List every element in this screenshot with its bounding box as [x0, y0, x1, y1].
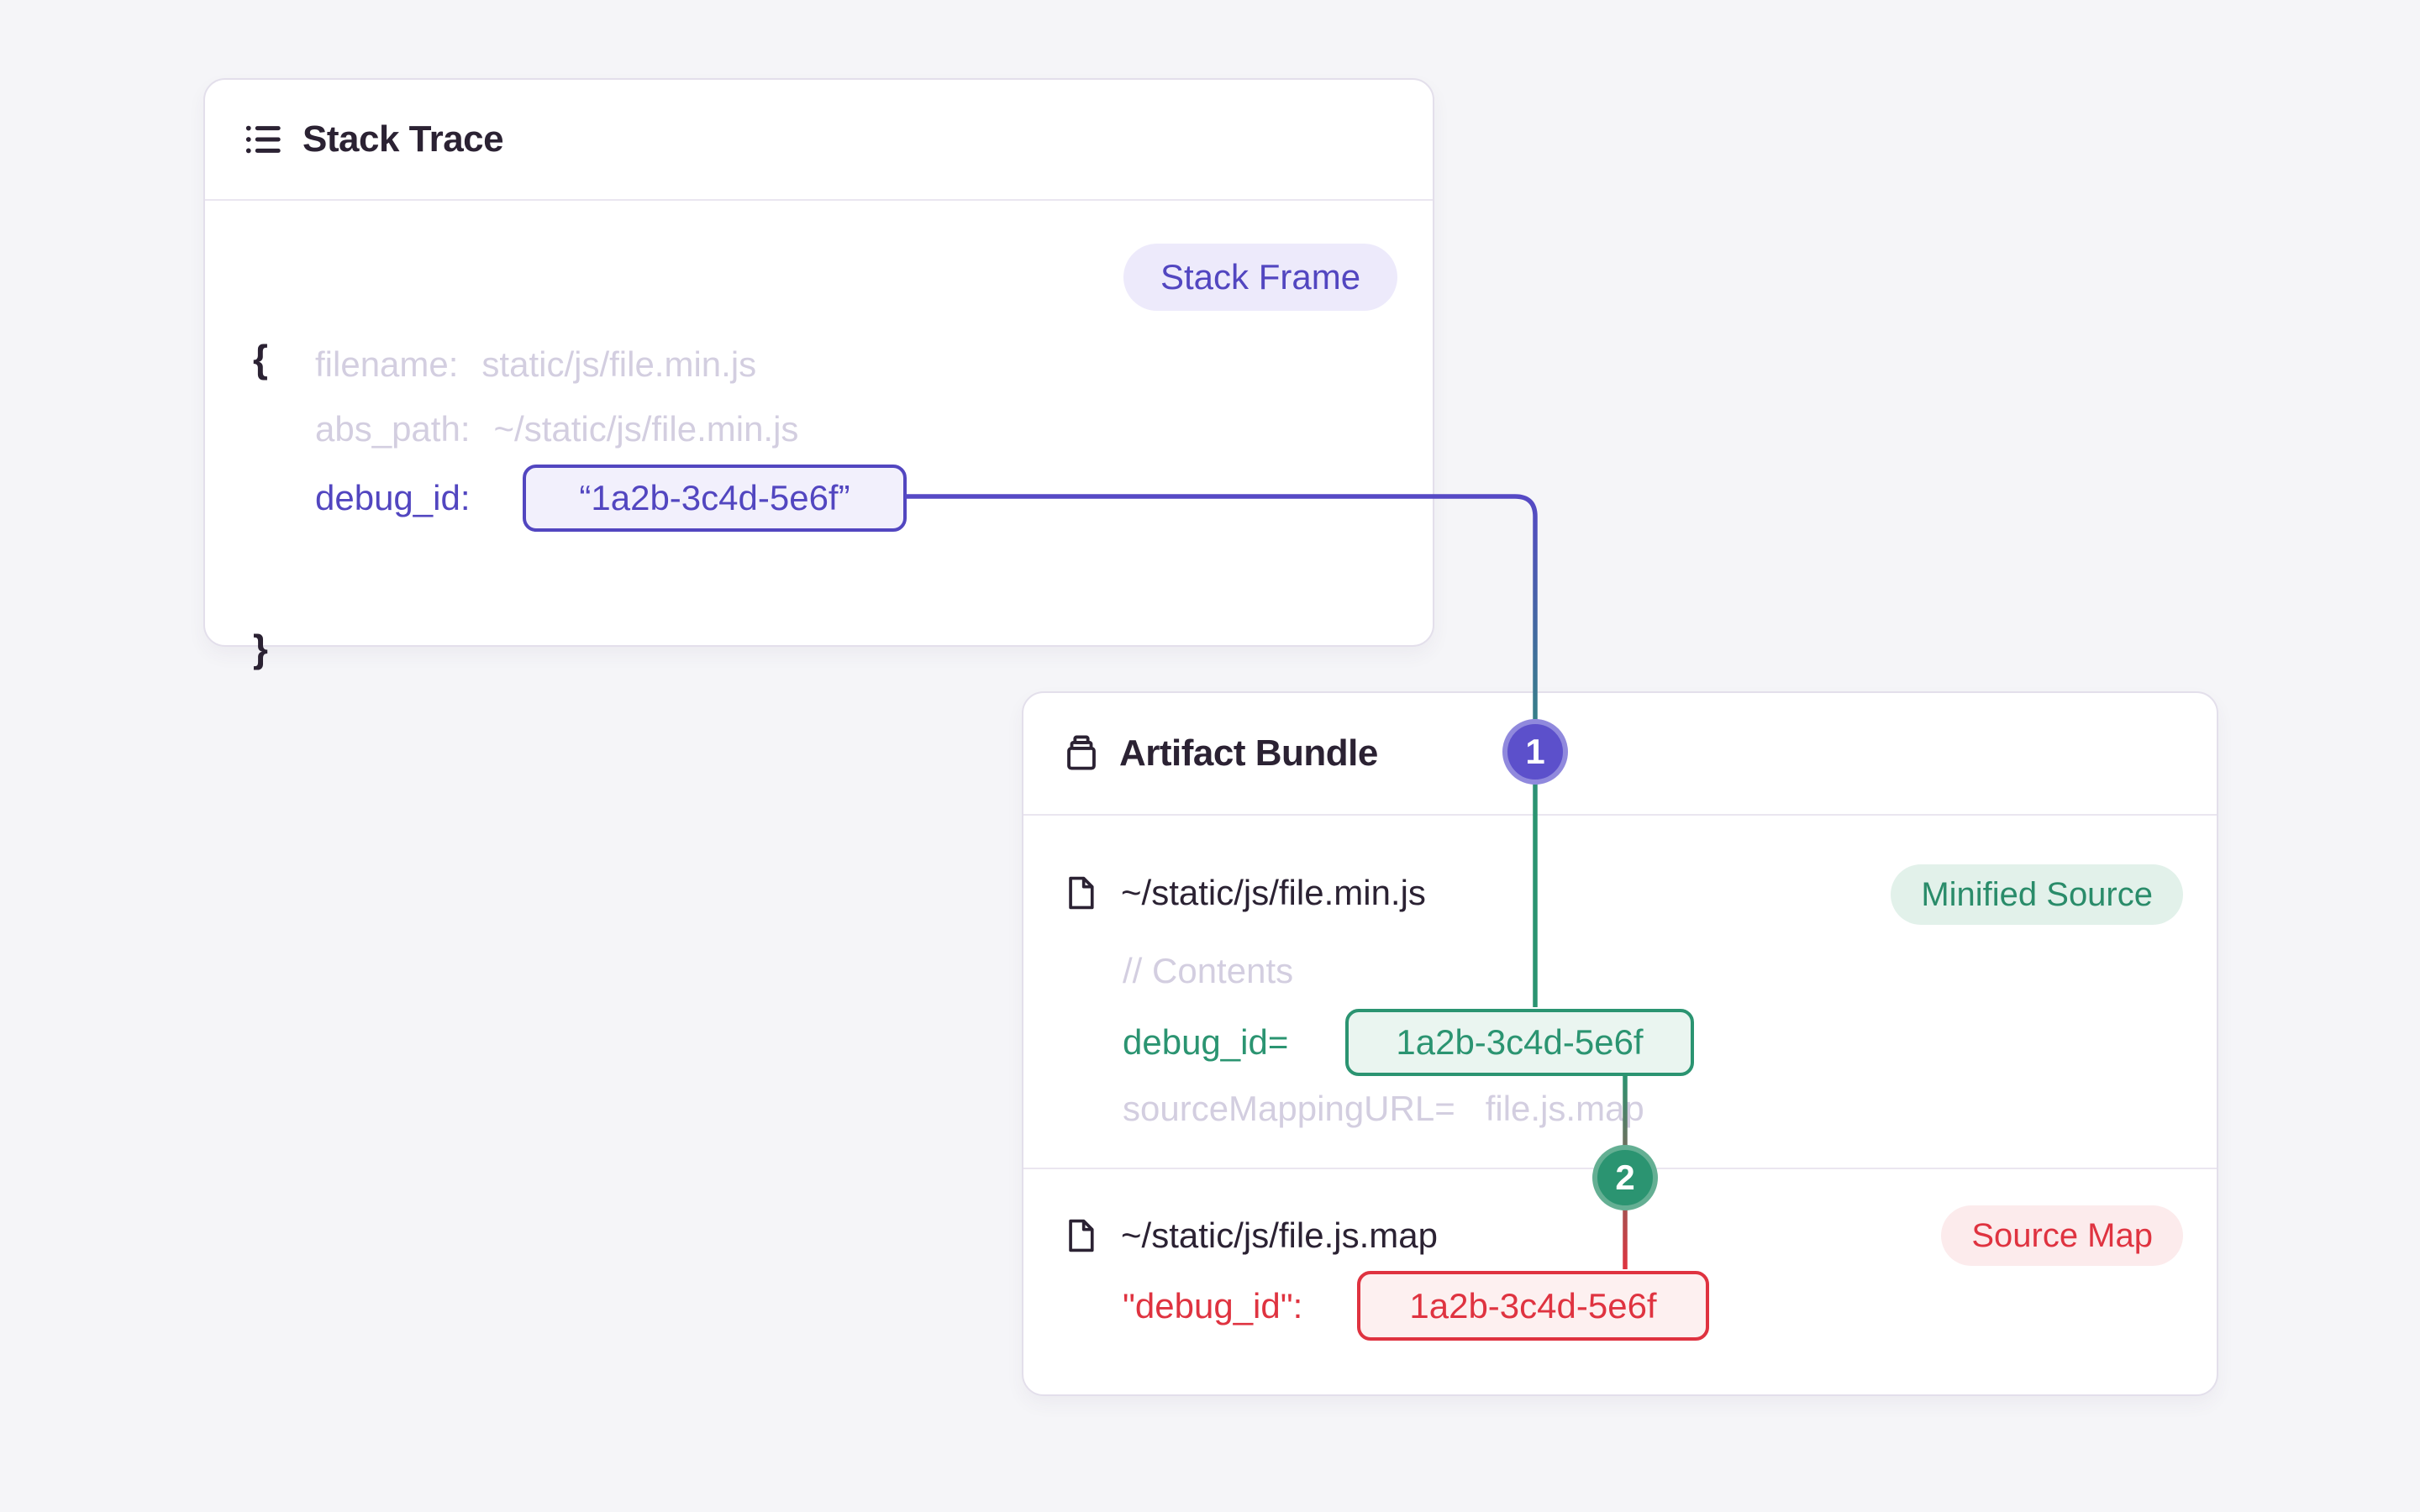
debug-id-label: debug_id: [315, 478, 471, 517]
stack-trace-header: Stack Trace [205, 80, 1433, 201]
stack-trace-card: Stack Trace Stack Frame { filename: stat… [203, 78, 1434, 670]
abs-path-label: abs_path: [315, 409, 471, 449]
file-path: ~/static/js/file.js.map [1121, 1215, 1438, 1255]
file-row-js-map: ~/static/js/file.js.map [1062, 1202, 1438, 1269]
list-icon [245, 125, 281, 154]
minified-source-tag: Minified Source [1891, 864, 2183, 925]
contents-comment: // Contents [1123, 950, 1293, 992]
artifact-bundle-card: Artifact Bundle ~/static/js/file.min.js … [1022, 691, 2218, 1396]
map-debug-id-label: "debug_id": [1123, 1285, 1303, 1326]
archive-stack-icon [1067, 735, 1096, 770]
stack-frame-badge: Stack Frame [1123, 244, 1398, 311]
source-mapping-label: sourceMappingURL= [1123, 1089, 1455, 1128]
debug-id-box-map: 1a2b-3c4d-5e6f [1357, 1271, 1709, 1341]
file-row-min-js: ~/static/js/file.min.js [1062, 859, 1426, 927]
filename-value: static/js/file.min.js [481, 344, 757, 384]
connector-badge-2: 2 [1592, 1145, 1658, 1210]
artifact-bundle-title: Artifact Bundle [1119, 732, 1378, 774]
abs-path-value: ~/static/js/file.min.js [493, 409, 799, 449]
bundle-debug-id-row: debug_id= 1a2b-3c4d-5e6f [1123, 1009, 1694, 1076]
file-icon [1069, 876, 1094, 910]
source-mapping-value: file.js.map [1485, 1089, 1644, 1128]
connector-badge-1: 1 [1502, 719, 1568, 785]
debug-id-box-stack: “1a2b-3c4d-5e6f” [523, 465, 907, 532]
source-map-tag: Source Map [1941, 1205, 2183, 1266]
debug-id-box-bundle: 1a2b-3c4d-5e6f [1345, 1009, 1694, 1076]
map-debug-id-row: "debug_id": 1a2b-3c4d-5e6f [1123, 1271, 1709, 1341]
comment-text: // Contents [1123, 951, 1294, 990]
close-brace: } [253, 627, 268, 670]
debug-id-row: debug_id: “1a2b-3c4d-5e6f” [315, 465, 907, 532]
file-path: ~/static/js/file.min.js [1121, 873, 1426, 912]
file-icon [1069, 1219, 1094, 1252]
stack-trace-title: Stack Trace [302, 118, 504, 160]
artifact-bundle-header: Artifact Bundle [1023, 693, 2217, 816]
bundle-debug-id-label: debug_id= [1123, 1022, 1289, 1062]
open-brace: { [253, 337, 268, 381]
filename-label: filename: [315, 344, 459, 384]
filename-row: filename: static/js/file.min.js [315, 344, 756, 386]
source-mapping-row: sourceMappingURL= file.js.map [1123, 1088, 1644, 1130]
abs-path-row: abs_path: ~/static/js/file.min.js [315, 408, 798, 450]
